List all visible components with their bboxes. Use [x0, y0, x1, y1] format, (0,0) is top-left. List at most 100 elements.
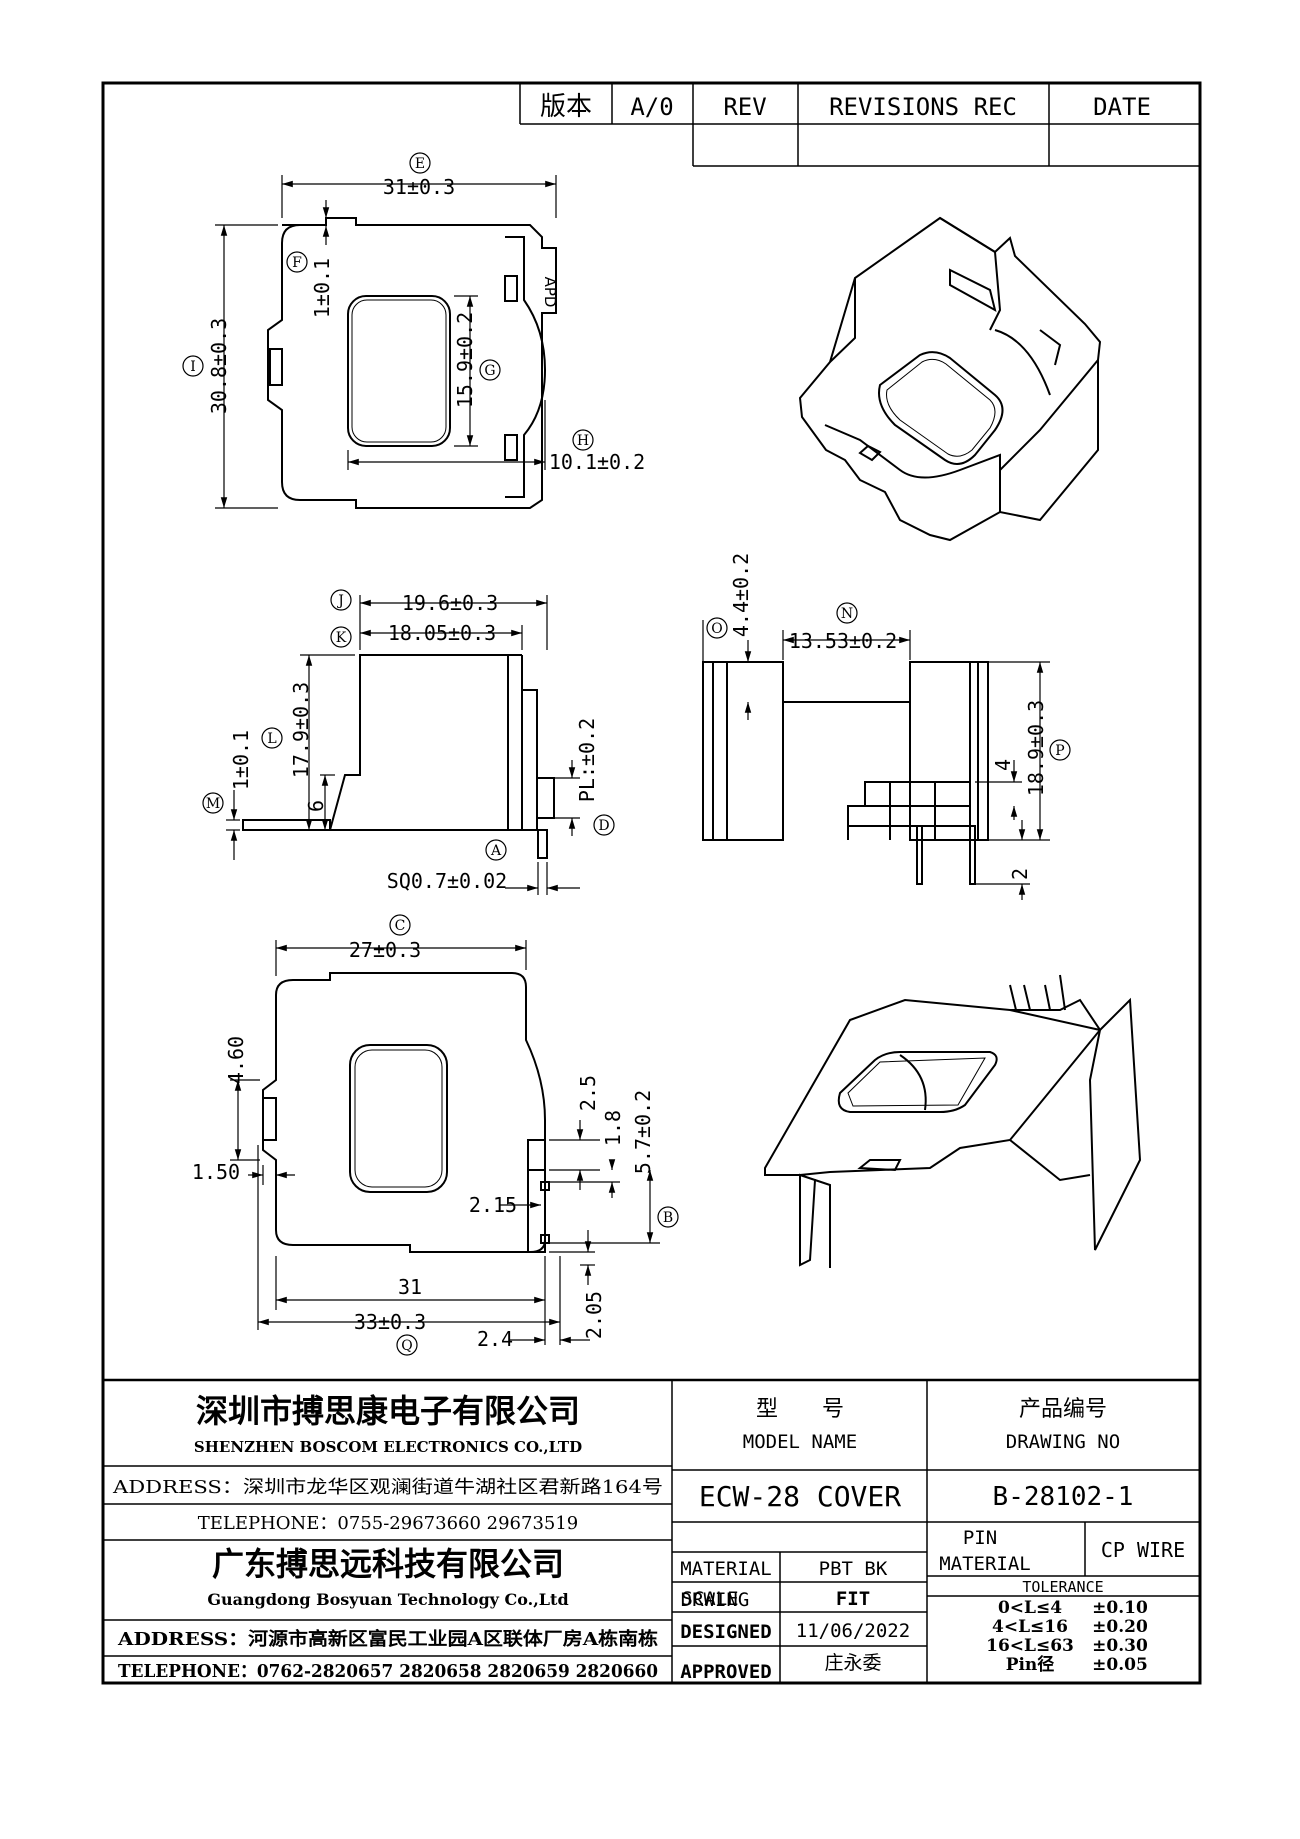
ref-L: L [267, 731, 276, 747]
apd-mark: APD [541, 277, 559, 308]
ref-J: J [336, 593, 344, 609]
material-value: PBT BK [819, 1558, 888, 1580]
dim-J: 19.6±0.3 [402, 591, 498, 615]
company2-name-en: Guangdong Bosyuan Technology Co.,Ltd [207, 1590, 568, 1609]
company2-name-cn: 广东搏思远科技有限公司 [212, 1545, 564, 1583]
reference-markers [182, 152, 1071, 1356]
ref-H: H [577, 433, 589, 449]
dim-150: 1.50 [192, 1160, 240, 1184]
tolerance-range: 4<L≤16 [992, 1617, 1068, 1637]
drawing-no-value: B-28102-1 [993, 1482, 1134, 1512]
version-value: A/0 [630, 93, 673, 121]
isometric-top-view [798, 216, 1102, 542]
dim-215: 2.15 [469, 1193, 517, 1217]
approved-label: APPROVED [680, 1661, 772, 1683]
top-view-dimensions [215, 175, 557, 509]
ref-F: F [292, 255, 302, 271]
pin-material-label-1: PIN [963, 1527, 997, 1549]
company2-address: ADDRESS：河源市高新区富民工业园A区联体厂房A栋南栋 [117, 1628, 658, 1650]
front-view-dimensions [702, 620, 1050, 900]
ref-K: K [336, 630, 347, 646]
dim-205: 2.05 [582, 1291, 606, 1339]
tolerance-label: TOLERANCE [1022, 1578, 1103, 1596]
tolerance-range: 16<L≤63 [986, 1636, 1074, 1656]
dim-PL: PL:±0.2 [575, 718, 599, 802]
dim-I: 30.8±0.3 [207, 318, 231, 414]
title-block-grid [103, 1378, 1200, 1683]
company1-name-cn: 深圳市搏思康电子有限公司 [196, 1392, 580, 1430]
ref-Q: Q [401, 1338, 412, 1354]
dim-N: 13.53±0.2 [789, 629, 897, 653]
drawing-no-en: DRAWING NO [1006, 1431, 1120, 1453]
ref-M: M [206, 796, 220, 812]
dim-K: 18.05±0.3 [388, 621, 496, 645]
bottom-view-dimensions [230, 940, 660, 1345]
designed-value: 庄永委 [824, 1652, 881, 1674]
ref-D: D [598, 818, 609, 834]
ref-E: E [415, 156, 425, 172]
dim-57: 5.7±0.2 [631, 1090, 655, 1174]
tolerance-value: ±0.10 [1092, 1598, 1148, 1618]
dim-31: 31 [398, 1275, 422, 1299]
ref-I: I [190, 359, 196, 375]
dim-A: SQ0.7±0.02 [387, 869, 507, 893]
dim-18: 1.8 [601, 1110, 625, 1146]
ref-A: A [490, 843, 502, 859]
ref-C: C [395, 918, 406, 934]
dim-four: 4 [991, 759, 1015, 771]
dim-C: 27±0.3 [349, 938, 421, 962]
dim-O: 4.4±0.2 [729, 553, 753, 637]
dim-24: 2.4 [477, 1327, 513, 1351]
version-label: 版本 [540, 92, 592, 122]
rev-header: REV [723, 93, 766, 121]
tolerance-value: ±0.05 [1092, 1655, 1148, 1675]
front-view [702, 661, 989, 885]
dim-25: 2.5 [576, 1075, 600, 1111]
pin-material-label-2: MATERIAL [939, 1553, 1031, 1575]
isometric-bottom-view [764, 974, 1142, 1268]
company1-telephone: TELEPHONE：0755-29673660 29673519 [198, 1513, 579, 1534]
drawing-no-cn: 产品编号 [1019, 1397, 1107, 1422]
dim-two: 2 [1008, 868, 1032, 880]
side-view [242, 654, 555, 859]
bottom-view [262, 972, 550, 1253]
tolerance-value: ±0.30 [1092, 1636, 1148, 1656]
ref-G: G [484, 363, 495, 379]
dim-F: 1±0.1 [310, 258, 334, 318]
pin-material-value: CP WIRE [1101, 1538, 1185, 1562]
drawing-date-label: DRWING [681, 1589, 750, 1611]
tolerance-range: 0<L≤4 [998, 1598, 1062, 1618]
company1-name-en: SHENZHEN BOSCOM ELECTRONICS CO.,LTD [194, 1438, 582, 1456]
tolerance-range: Pin径 [1006, 1654, 1055, 1675]
scale-label: SCALE [681, 1588, 738, 1610]
designed-label: DESIGNED [680, 1621, 772, 1643]
dim-M: 1±0.1 [229, 730, 253, 790]
dim-six: 6 [304, 800, 328, 812]
ref-N: N [841, 606, 853, 622]
dim-460: 4.60 [224, 1036, 248, 1084]
model-name-value: ECW-28 COVER [699, 1480, 901, 1513]
dim-P: 18.9±0.3 [1024, 700, 1048, 796]
model-name-cn: 型 号 [756, 1397, 844, 1422]
tolerance-value: ±0.20 [1092, 1617, 1148, 1637]
ref-P: P [1055, 743, 1064, 759]
revision-table [519, 83, 1200, 167]
scale-value: FIT [836, 1588, 870, 1610]
dim-E: 31±0.3 [383, 175, 455, 199]
dim-Q: 33±0.3 [354, 1310, 426, 1334]
drawing-date-value: 11/06/2022 [796, 1620, 910, 1642]
model-name-en: MODEL NAME [743, 1431, 857, 1453]
dim-L: 17.9±0.3 [289, 682, 313, 778]
dim-G: 15.9±0.2 [453, 312, 477, 408]
material-label: MATERIAL [680, 1558, 772, 1580]
dim-H: 10.1±0.2 [549, 450, 645, 474]
sheet-border [101, 81, 1202, 1685]
side-view-dimensions [226, 595, 580, 895]
date-header: DATE [1093, 93, 1151, 121]
ref-O: O [711, 621, 722, 637]
company1-address: ADDRESS：深圳市龙华区观澜街道牛湖社区君新路164号 [112, 1477, 663, 1498]
revisions-rec-header: REVISIONS REC [829, 93, 1017, 121]
ref-B: B [663, 1210, 673, 1226]
